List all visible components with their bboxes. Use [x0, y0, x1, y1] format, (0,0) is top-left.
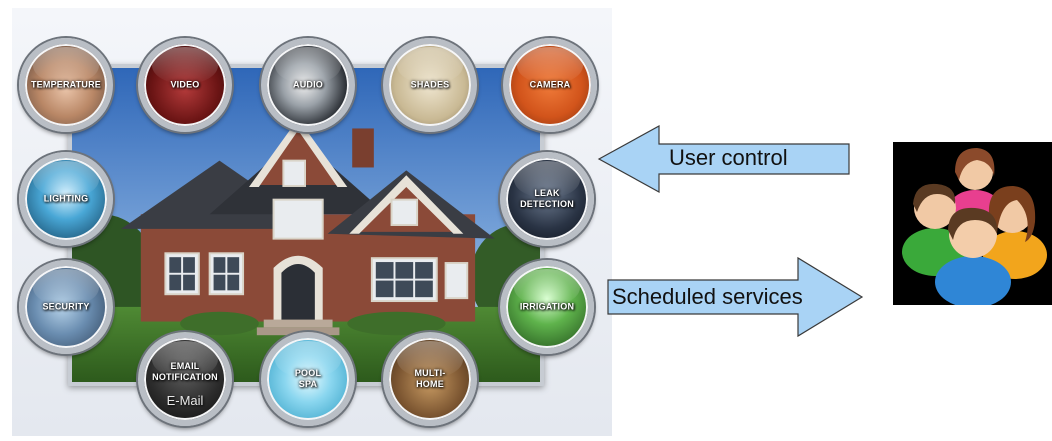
temperature-label: TEMPERATURE [30, 79, 102, 90]
email-notification-control-icon[interactable]: EMAIL NOTIFICATION E-Mail [138, 332, 232, 426]
multi-home-label: MULTI- HOME [414, 368, 446, 389]
pool-spa-control-icon[interactable]: POOL SPA [261, 332, 355, 426]
camera-control-icon[interactable]: CAMERA [503, 38, 597, 132]
multi-home-control-icon[interactable]: MULTI- HOME [383, 332, 477, 426]
users-group-icon [893, 142, 1052, 308]
scheduled-services-arrow: Scheduled services [606, 256, 864, 338]
irrigation-control-icon[interactable]: IRRIGATION [500, 260, 594, 354]
shades-label: SHADES [410, 79, 450, 90]
user-control-label: User control [669, 145, 788, 170]
temperature-control-icon[interactable]: TEMPERATURE [19, 38, 113, 132]
shades-control-icon[interactable]: SHADES [383, 38, 477, 132]
video-control-icon[interactable]: VIDEO [138, 38, 232, 132]
audio-control-icon[interactable]: AUDIO [261, 38, 355, 132]
security-control-icon[interactable]: SECURITY [19, 260, 113, 354]
camera-label: CAMERA [529, 79, 571, 90]
email-sub-label: E-Mail [166, 393, 204, 408]
scheduled-services-label: Scheduled services [612, 284, 803, 309]
leak-detection-control-icon[interactable]: LEAK DETECTION [500, 152, 594, 246]
pool-spa-label: POOL SPA [294, 368, 322, 389]
lighting-control-icon[interactable]: LIGHTING [19, 152, 113, 246]
email-notification-label: EMAIL NOTIFICATION [152, 361, 218, 383]
audio-label: AUDIO [293, 79, 323, 90]
leak-detection-label: LEAK DETECTION [520, 188, 574, 209]
right-arrow-shape [607, 256, 864, 338]
video-label: VIDEO [170, 79, 200, 90]
lighting-label: LIGHTING [43, 193, 89, 204]
irrigation-label: IRRIGATION [519, 301, 575, 312]
user-control-arrow: User control [597, 124, 853, 194]
left-arrow-shape [597, 124, 850, 194]
security-label: SECURITY [42, 301, 90, 312]
